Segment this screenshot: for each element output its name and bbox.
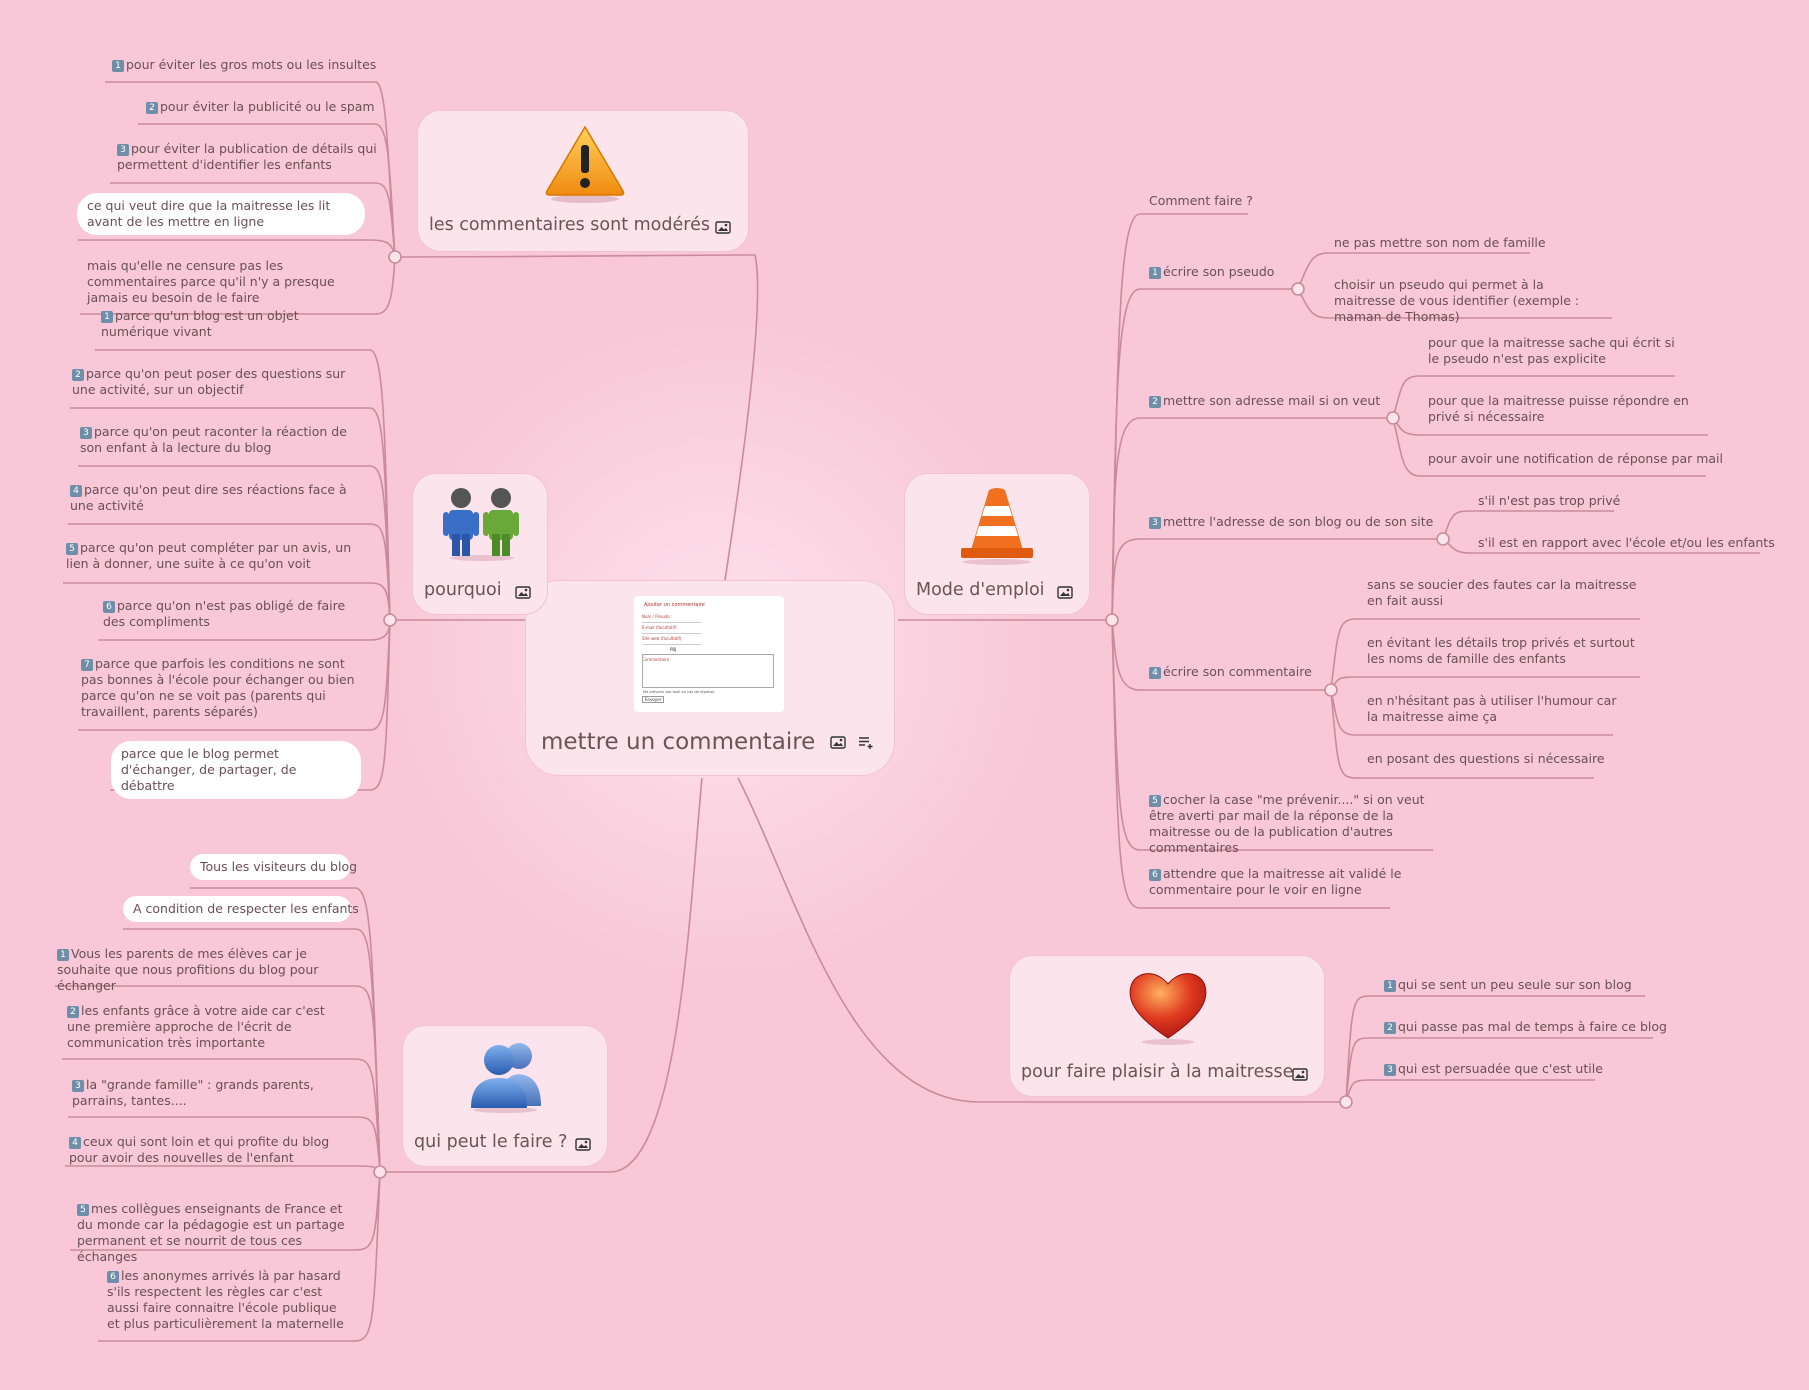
thumb-comment-box — [642, 654, 774, 688]
leaf-mode-2c[interactable]: pour avoir une notification de réponse p… — [1428, 451, 1723, 467]
leaf-mode-2a[interactable]: pour que la maitresse sache qui écrit si… — [1428, 335, 1686, 367]
number-badge: 5 — [66, 543, 78, 555]
number-badge: 2 — [146, 102, 158, 114]
image-icon[interactable] — [1057, 586, 1073, 599]
image-icon[interactable] — [715, 221, 731, 234]
image-icon[interactable] — [575, 1138, 591, 1151]
central-topic[interactable]: Ajouter un commentaire Nom / Pseudo : E-… — [525, 580, 895, 776]
leaf-mode-4c[interactable]: en n'hésitant pas à utiliser l'humour ca… — [1367, 693, 1617, 725]
two-people-icon — [440, 484, 524, 562]
thumb-field-3: Site web (facultatif) — [642, 634, 702, 645]
traffic-cone-icon — [955, 484, 1039, 566]
topic-qui[interactable]: qui peut le faire ? — [402, 1025, 608, 1167]
number-badge: 2 — [1149, 396, 1161, 408]
comment-form-thumbnail: Ajouter un commentaire Nom / Pseudo : E-… — [634, 596, 784, 712]
leaf-pourquoi-8[interactable]: parce que le blog permet d'échanger, de … — [111, 741, 361, 799]
thumb-field-1: Nom / Pseudo : — [642, 612, 702, 623]
number-badge: 1 — [101, 311, 113, 323]
number-badge: 6 — [1149, 869, 1161, 881]
number-badge: 3 — [117, 144, 129, 156]
leaf-mode-2b[interactable]: pour que la maitresse puisse répondre en… — [1428, 393, 1710, 425]
image-icon[interactable] — [830, 736, 846, 749]
leaf-mode-1a[interactable]: ne pas mettre son nom de famille — [1334, 235, 1546, 251]
leaf-qui-1[interactable]: Tous les visiteurs du blog — [190, 854, 350, 880]
number-badge: 3 — [1149, 517, 1161, 529]
topic-qui-label: qui peut le faire ? — [414, 1132, 567, 1152]
notes-icon[interactable] — [858, 736, 874, 749]
topic-moderes-label: les commentaires sont modérés — [429, 215, 710, 235]
topic-pourquoi[interactable]: pourquoi — [412, 473, 548, 615]
number-badge: 2 — [1384, 1022, 1396, 1034]
number-badge: 4 — [69, 1137, 81, 1149]
topic-mode-label: Mode d'emploi — [916, 580, 1045, 600]
thumb-button: Envoyer — [642, 696, 664, 703]
number-badge: 2 — [67, 1006, 79, 1018]
thumb-field-2: E-mail (facultatif) — [642, 623, 702, 634]
number-badge: 3 — [1384, 1064, 1396, 1076]
central-topic-label: mettre un commentaire — [541, 729, 815, 755]
leaf-moderes-5[interactable]: mais qu'elle ne censure pas les commenta… — [87, 258, 365, 306]
number-badge: 1 — [57, 949, 69, 961]
topic-mode[interactable]: Mode d'emploi — [904, 473, 1090, 615]
number-badge: 6 — [103, 601, 115, 613]
leaf-mode-1b[interactable]: choisir un pseudo qui permet à la maitre… — [1334, 277, 1609, 325]
thumb-title: Ajouter un commentaire — [644, 602, 705, 608]
topic-pourquoi-label: pourquoi — [424, 580, 502, 600]
topic-moderes[interactable]: les commentaires sont modérés — [417, 110, 749, 252]
number-badge: 3 — [80, 427, 92, 439]
number-badge: 7 — [81, 659, 93, 671]
topic-plaisir-label: pour faire plaisir à la maitresse — [1021, 1062, 1293, 1082]
leaf-qui-2[interactable]: A condition de respecter les enfants — [123, 896, 351, 922]
number-badge: 1 — [1149, 267, 1161, 279]
leaf-moderes-4[interactable]: ce qui veut dire que la maitresse les li… — [77, 193, 365, 235]
leaf-mode-3b[interactable]: s'il est en rapport avec l'école et/ou l… — [1478, 535, 1775, 551]
warning-icon — [543, 123, 627, 205]
leaf-mode-0[interactable]: Comment faire ? — [1149, 193, 1253, 209]
number-badge: 1 — [1384, 980, 1396, 992]
image-icon[interactable] — [1292, 1068, 1308, 1081]
topic-plaisir[interactable]: pour faire plaisir à la maitresse — [1009, 955, 1325, 1097]
thumb-checkbox: Me prévenir par mail en cas de réponse — [643, 690, 714, 694]
number-badge: 4 — [70, 485, 82, 497]
number-badge: 4 — [1149, 667, 1161, 679]
number-badge: 5 — [77, 1204, 89, 1216]
number-badge: 2 — [72, 369, 84, 381]
number-badge: 1 — [112, 60, 124, 72]
leaf-mode-4b[interactable]: en évitant les détails trop privés et su… — [1367, 635, 1637, 667]
user-group-icon — [463, 1038, 547, 1114]
leaf-mode-4d[interactable]: en posant des questions si nécessaire — [1367, 751, 1605, 767]
leaf-mode-4a[interactable]: sans se soucier des fautes car la maitre… — [1367, 577, 1637, 609]
number-badge: 5 — [1149, 795, 1161, 807]
number-badge: 6 — [107, 1271, 119, 1283]
number-badge: 3 — [72, 1080, 84, 1092]
heart-icon — [1125, 966, 1211, 1046]
image-icon[interactable] — [515, 586, 531, 599]
leaf-mode-3a[interactable]: s'il n'est pas trop privé — [1478, 493, 1620, 509]
